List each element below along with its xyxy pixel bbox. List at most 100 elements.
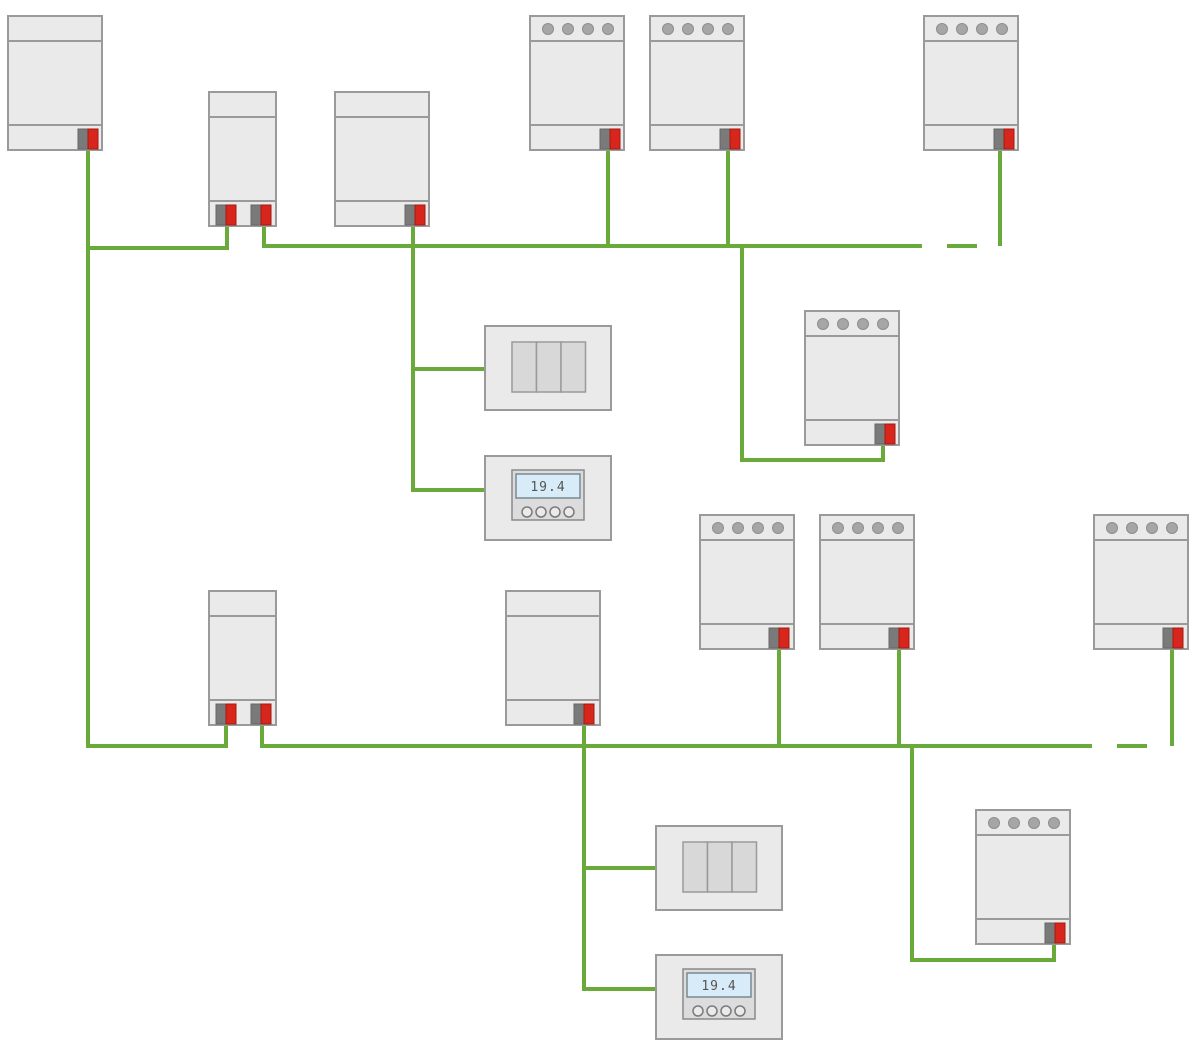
terminal-red	[778, 627, 790, 649]
terminal-red	[609, 128, 621, 150]
status-led	[542, 23, 554, 35]
line-segment	[88, 226, 229, 250]
control-button	[535, 506, 547, 518]
line-segment	[88, 725, 228, 748]
status-led	[817, 318, 829, 330]
terminal-red	[884, 423, 896, 445]
line-coupler	[208, 91, 277, 227]
drop-line	[582, 725, 656, 991]
device-housing	[208, 590, 277, 726]
rocker-key	[535, 341, 562, 393]
status-led	[702, 23, 714, 35]
terminal-gray	[719, 128, 731, 150]
status-led	[1106, 522, 1118, 534]
branch-line	[740, 246, 885, 462]
status-led	[852, 522, 864, 534]
actuator	[923, 15, 1019, 151]
status-led	[1126, 522, 1138, 534]
device-housing	[923, 15, 1019, 151]
status-led	[872, 522, 884, 534]
pushbutton	[484, 325, 612, 411]
terminal-gray	[993, 128, 1005, 150]
terminal-gray	[77, 128, 89, 150]
rocker-key	[560, 341, 587, 393]
device-housing	[649, 15, 745, 151]
line-coupler	[208, 590, 277, 726]
terminal-red	[260, 703, 272, 725]
status-led	[857, 318, 869, 330]
actuator	[1093, 514, 1189, 650]
temperature-reading: 19.4	[701, 979, 736, 994]
terminal-red	[1172, 627, 1184, 649]
actuator	[819, 514, 915, 650]
status-led	[892, 522, 904, 534]
device-housing	[505, 590, 601, 726]
terminal-red	[87, 128, 99, 150]
actuator	[529, 15, 625, 151]
terminal-red	[260, 204, 272, 226]
control-button	[563, 506, 575, 518]
status-led	[662, 23, 674, 35]
status-led	[996, 23, 1008, 35]
terminal-gray	[250, 703, 262, 725]
terminal-gray	[888, 627, 900, 649]
control-button	[549, 506, 561, 518]
drop-line	[411, 226, 485, 492]
module	[334, 91, 430, 227]
actuator	[699, 514, 795, 650]
rocker-key	[706, 841, 733, 893]
terminal-gray	[573, 703, 585, 725]
devices: 19.4 19.4	[7, 15, 1189, 1040]
terminal-red	[898, 627, 910, 649]
device-housing	[804, 310, 900, 446]
terminal-gray	[768, 627, 780, 649]
control-button	[692, 1005, 704, 1017]
terminal-red	[414, 204, 426, 226]
bus-wiring	[86, 150, 1174, 991]
device-housing	[208, 91, 277, 227]
status-led	[752, 522, 764, 534]
status-led	[988, 817, 1000, 829]
terminal-red	[225, 204, 237, 226]
terminal-gray	[215, 204, 227, 226]
terminal-gray	[404, 204, 416, 226]
terminal-red	[1054, 922, 1066, 944]
terminal-red	[729, 128, 741, 150]
line-segment	[262, 226, 892, 248]
lcd-display	[515, 473, 581, 499]
terminal-gray	[215, 703, 227, 725]
device-housing	[1093, 514, 1189, 650]
power-supply	[7, 15, 103, 151]
status-led	[1048, 817, 1060, 829]
device-housing	[975, 809, 1071, 945]
thermostat: 19.4	[655, 954, 783, 1040]
status-led	[837, 318, 849, 330]
rocker-key	[511, 341, 538, 393]
terminal-gray	[1162, 627, 1174, 649]
temperature-reading: 19.4	[530, 480, 565, 495]
status-led	[682, 23, 694, 35]
status-led	[582, 23, 594, 35]
pushbutton	[655, 825, 783, 911]
status-led	[877, 318, 889, 330]
thermostat: 19.4	[484, 455, 612, 541]
status-led	[712, 522, 724, 534]
actuator	[804, 310, 900, 446]
terminal-red	[1003, 128, 1015, 150]
status-led	[772, 522, 784, 534]
rocker-key	[682, 841, 709, 893]
rocker-key	[731, 841, 758, 893]
status-led	[976, 23, 988, 35]
control-button	[720, 1005, 732, 1017]
status-led	[602, 23, 614, 35]
status-led	[722, 23, 734, 35]
actuator	[649, 15, 745, 151]
status-led	[1146, 522, 1158, 534]
terminal-gray	[874, 423, 886, 445]
status-led	[562, 23, 574, 35]
device-housing	[334, 91, 430, 227]
device-housing	[819, 514, 915, 650]
control-button	[734, 1005, 746, 1017]
control-button	[706, 1005, 718, 1017]
status-led	[1166, 522, 1178, 534]
